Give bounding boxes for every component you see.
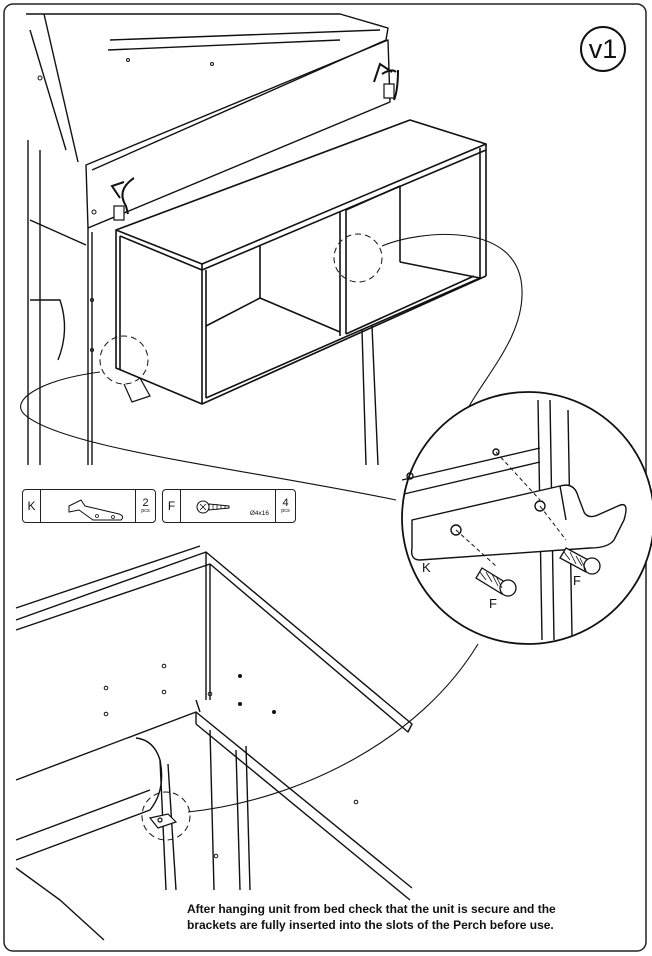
part-box-k: K 2 pcs xyxy=(22,489,156,523)
callout-screw-f-right: F xyxy=(573,573,581,588)
bracket-on-frame xyxy=(113,83,395,221)
safety-note: After hanging unit from bed check that t… xyxy=(187,901,627,933)
detail-magnifier xyxy=(401,391,652,645)
part-box-f: F Ø4x16 4 pcs xyxy=(162,489,296,523)
safety-note-line-1: After hanging unit from bed check that t… xyxy=(187,902,556,916)
quantity-unit: pcs xyxy=(141,507,150,514)
bracket-icon xyxy=(68,499,124,521)
callout-screw-f-left: F xyxy=(489,596,497,611)
detail-circle-bottom xyxy=(141,791,191,841)
part-quantity: 2 pcs xyxy=(135,490,155,522)
frame-holes xyxy=(37,58,214,352)
quantity-value: 2 xyxy=(142,496,149,509)
hang-arrow-icon xyxy=(110,62,399,215)
zoom-lines xyxy=(20,233,523,501)
safety-note-line-2: brackets are fully inserted into the slo… xyxy=(187,918,554,932)
shelf-hook xyxy=(123,377,151,403)
part-code: F xyxy=(163,490,181,522)
screw-size: Ø4x16 xyxy=(249,510,269,517)
frame-holes-bottom xyxy=(103,663,359,859)
bed-frame-bottom xyxy=(15,545,413,941)
bracket-in-slot xyxy=(148,813,178,829)
quantity-unit: pcs xyxy=(281,507,290,514)
zoom-line-bottom xyxy=(187,643,479,813)
part-code: K xyxy=(23,490,41,522)
quantity-value: 4 xyxy=(282,496,289,509)
perch-shelf-unit xyxy=(115,119,487,405)
detail-circles-top xyxy=(99,233,383,385)
screw-icon xyxy=(196,500,230,514)
step-number-badge: v1 xyxy=(580,26,626,72)
part-quantity: 4 pcs xyxy=(275,490,295,522)
bed-frame-top xyxy=(26,13,391,466)
callout-bracket-k: K xyxy=(422,560,431,575)
